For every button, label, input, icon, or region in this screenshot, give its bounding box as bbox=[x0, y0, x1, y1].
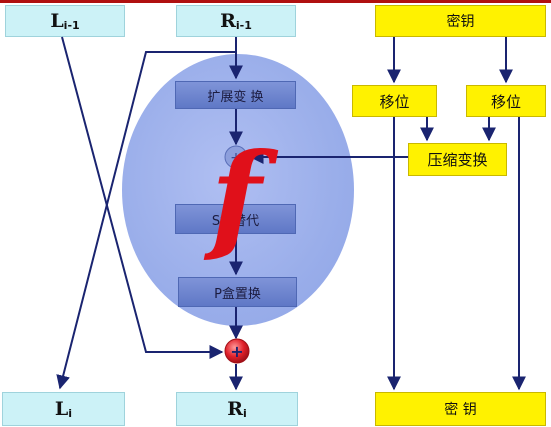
expand-step: 扩展变 换 bbox=[175, 81, 296, 109]
sbox-step: S盒替代 bbox=[175, 204, 296, 234]
expand-label: 扩展变 换 bbox=[207, 89, 264, 105]
l-next-label: L bbox=[54, 398, 69, 420]
xor-upper-symbol: + bbox=[230, 150, 242, 166]
r-prev-subscript: i-1 bbox=[235, 18, 252, 32]
l-to-xor-arrow bbox=[61, 36, 224, 359]
l-prev-label: L bbox=[50, 10, 64, 32]
l-prev-subscript: i-1 bbox=[63, 18, 80, 32]
key-top-box: 密钥 bbox=[375, 5, 546, 37]
key-bottom-box: 密 钥 bbox=[375, 392, 546, 426]
sbox-label: S盒替代 bbox=[211, 213, 260, 229]
key-bottom-label: 密 钥 bbox=[444, 402, 477, 418]
xor-lower: + bbox=[224, 338, 250, 364]
compress-box: 压缩变换 bbox=[408, 143, 507, 176]
shift-right-label: 移位 bbox=[490, 92, 521, 111]
pbox-step: P盒置换 bbox=[178, 277, 297, 307]
shift-right-box: 移位 bbox=[466, 85, 546, 117]
xor-upper: + bbox=[224, 145, 248, 169]
r-prev-label: R bbox=[220, 10, 236, 32]
xor-lower-symbol: + bbox=[230, 342, 243, 361]
r-next-label: R bbox=[227, 398, 243, 420]
f-function-symbol: f bbox=[210, 127, 262, 266]
r-next-subscript: i bbox=[243, 406, 247, 420]
shift-left-box: 移位 bbox=[352, 85, 437, 117]
key-top-label: 密钥 bbox=[446, 14, 475, 30]
compress-label: 压缩变换 bbox=[427, 151, 488, 169]
pbox-label: P盒置换 bbox=[214, 286, 261, 302]
shift-left-label: 移位 bbox=[379, 92, 410, 111]
l-next-subscript: i bbox=[68, 406, 73, 420]
r-to-l-next-arrow bbox=[56, 51, 236, 390]
top-border bbox=[0, 0, 551, 3]
